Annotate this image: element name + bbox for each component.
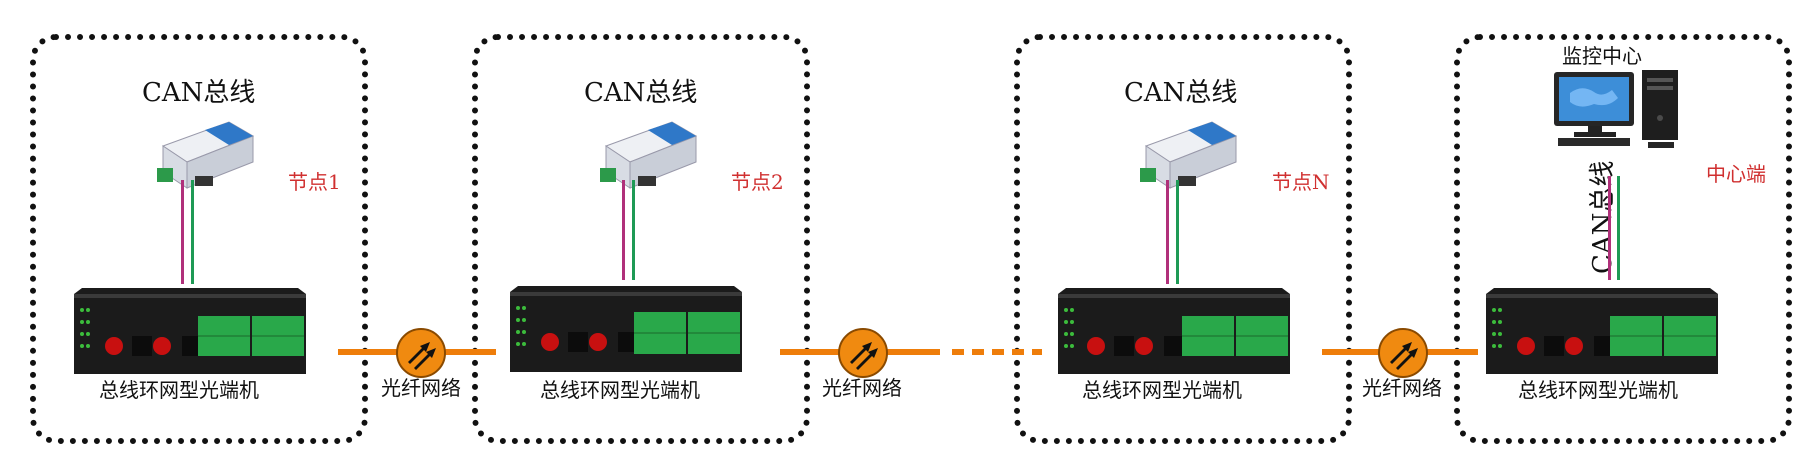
fiber-switch-device [74,288,306,374]
center-title: 监控中心 [1562,44,1642,68]
can-converter-icon [157,121,255,189]
center-device-label: 总线环网型光端机 [1518,378,1678,402]
node1-device-label: 总线环网型光端机 [99,378,259,402]
fiber-network-icon [838,328,888,378]
node1-wire-b [191,180,194,284]
node2-wire-a [622,180,625,280]
nodeN-can-title: CAN总线 [1124,78,1238,108]
fiber-switch-device [1058,288,1290,374]
center-box [1454,34,1792,444]
nodeN-wire-a [1166,180,1169,284]
nodeN-wire-b [1176,180,1179,284]
node1-wire-a [181,180,184,284]
node2-wire-b [632,180,635,280]
node2-can-title: CAN总线 [584,78,698,108]
fiber-label-3: 光纤网络 [1362,376,1442,400]
fiber-switch-device [1486,288,1718,374]
center-wire-b [1617,176,1620,280]
center-label: 中心端 [1706,162,1766,186]
can-converter-icon [1140,121,1238,189]
fiber-continuation-dots [952,349,1042,355]
center-wire-a [1608,176,1611,280]
fiber-network-icon [1378,328,1428,378]
computer-icon [1554,70,1678,148]
fiber-label-2: 光纤网络 [822,376,902,400]
node1-label: 节点1 [288,170,341,194]
node2-label: 节点2 [731,170,784,194]
node2-box [472,34,810,444]
fiber-network-icon [396,328,446,378]
fiber-label-1: 光纤网络 [381,376,461,400]
nodeN-label: 节点N [1272,170,1330,194]
can-converter-icon [600,121,698,189]
node2-device-label: 总线环网型光端机 [540,378,700,402]
node1-box [30,34,368,444]
center-bus-label: CAN总线 [1588,160,1618,274]
nodeN-device-label: 总线环网型光端机 [1082,378,1242,402]
fiber-switch-device [510,286,742,372]
nodeN-box [1014,34,1352,444]
node1-can-title: CAN总线 [142,78,256,108]
